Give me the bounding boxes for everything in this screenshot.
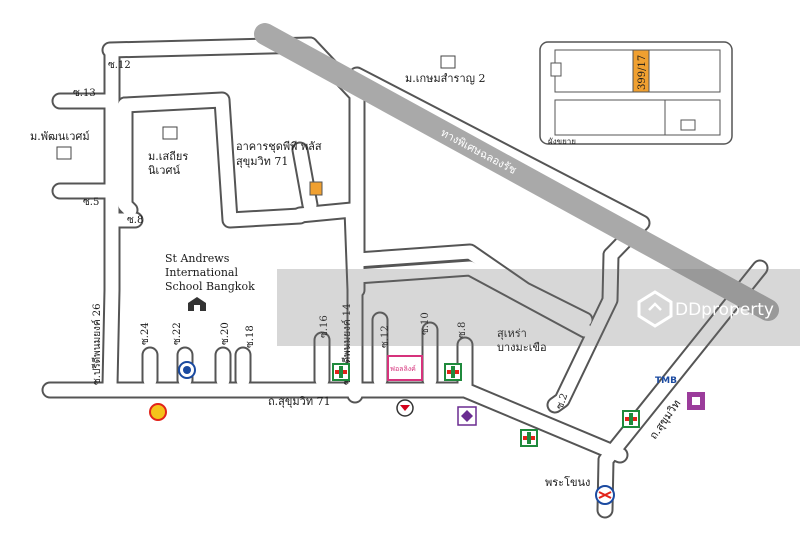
shop-sign-label: ฟอลลิงค์ [390, 365, 416, 373]
scb-bank-icon [457, 406, 477, 426]
label-condo-1: อาคารชุดพีพี พลัส [236, 140, 322, 153]
label-soi-5: ซ.5 [83, 197, 99, 208]
label-school-3: School Bangkok [165, 280, 255, 293]
label-soi-12-bottom: ซ.12 [380, 325, 391, 348]
bank-icon [687, 392, 705, 410]
shop-icon: ฟอลลิงค์ [387, 355, 423, 381]
esso-icon [396, 399, 414, 417]
label-moo-kasem: ม.เกษมสำราญ 2 [405, 72, 486, 85]
label-sukhumvit-71: ถ.สุขุมวิท 71 [268, 395, 331, 408]
inset-plan: 399/17 ผังขยาย [539, 41, 733, 146]
seven-eleven-icon [332, 363, 350, 381]
label-phra-khanong: พระโขนง [545, 475, 590, 489]
seven-eleven-icon [622, 410, 640, 428]
watermark-text: DDproperty [675, 300, 774, 320]
label-soi-2: ซ.2 [554, 392, 570, 411]
school-building-icon [188, 297, 206, 311]
label-condo-2: สุขุมวิท 71 [236, 155, 288, 168]
tmb-bank-icon: TMB [655, 376, 677, 386]
bts-station-icon [595, 485, 615, 505]
label-moo-sathian-1: ม.เสถียร [148, 150, 188, 163]
label-market-2: บางมะเขือ [497, 341, 547, 354]
road-fill [43, 38, 767, 517]
house-icon [162, 126, 178, 140]
shell-icon [149, 403, 167, 421]
label-moo-phatthana: ม.พัฒนเวศม์ [30, 130, 90, 143]
label-soi-24: ซ.24 [140, 322, 151, 345]
label-soi-12-top: ซ.12 [108, 60, 131, 71]
label-soi-18: ซ.18 [245, 325, 256, 348]
inset-caption: ผังขยาย [548, 137, 576, 146]
ddproperty-logo-icon [637, 290, 673, 328]
label-school-2: International [165, 266, 238, 279]
house-icon [440, 55, 456, 69]
seven-eleven-icon [444, 363, 462, 381]
watermark: DDproperty [277, 269, 800, 346]
label-soi-16: ซ.16 [319, 315, 330, 338]
building-icon [550, 62, 562, 77]
label-soi-20: ซ.20 [220, 322, 231, 345]
label-moo-sathian-2: นิเวศน์ [148, 164, 180, 177]
label-soi-10: ซ.10 [420, 312, 431, 335]
tmb-label: TMB [655, 376, 677, 386]
label-market-1: สุเหร่า [497, 327, 527, 340]
label-soi-13: ซ.13 [73, 88, 96, 99]
seven-eleven-icon [520, 429, 538, 447]
house-icon [56, 146, 72, 160]
condo-marker [309, 181, 323, 196]
label-pridi-26: ซ.ปรีดีพนมยงค์ 26 [91, 303, 103, 385]
label-soi-8-left: ซ.8 [127, 215, 143, 226]
label-soi-22: ซ.22 [172, 322, 183, 345]
inset-unit-label: 399/17 [637, 55, 648, 90]
bts-station-icon [178, 361, 196, 379]
inset-unit-highlight [632, 49, 650, 93]
building-icon [680, 119, 696, 131]
expressway [254, 23, 779, 321]
label-soi-8-bottom: ซ.8 [457, 322, 468, 338]
label-school-1: St Andrews [165, 252, 230, 265]
